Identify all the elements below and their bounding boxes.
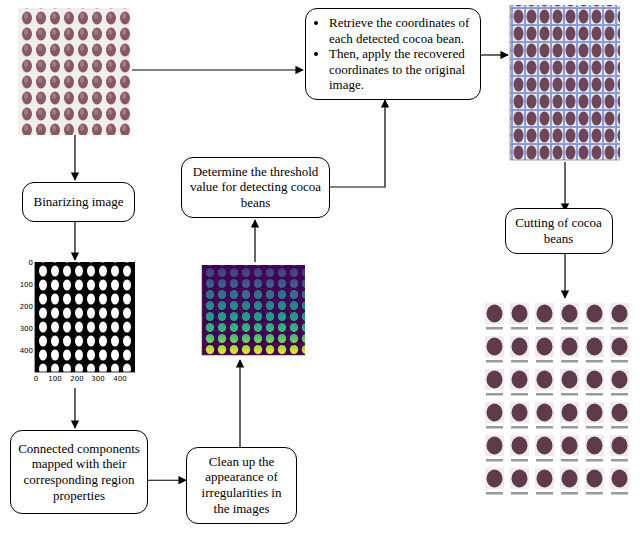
axis-tick: 200 [20,303,33,311]
flow-arrow [330,100,385,187]
box-text: Connected components mapped with their c… [18,441,140,503]
axis-tick: 400 [20,347,33,355]
axis-tick: 100 [48,375,61,383]
process-box: Clean up the appearance of irregularitie… [186,447,297,524]
process-box: Determine the threshold value for detect… [181,157,330,218]
axis-tick: 200 [70,375,83,383]
bullet-text: Then, apply the recovered coordinates to… [329,46,473,93]
bullet-box: Retrieve the coordinates of each detecte… [305,8,481,100]
box-text: Binarizing image [30,194,127,210]
process-box: Cutting of cocoa beans [505,208,613,254]
axis-tick: 300 [91,375,104,383]
axis-tick: 0 [34,375,38,383]
box-text: Clean up the appearance of irregularitie… [194,454,289,516]
box-text: Determine the threshold value for detect… [189,164,322,211]
box-text: Cutting of cocoa beans [513,215,605,246]
axis-tick: 300 [20,325,33,333]
bullet-text: Retrieve the coordinates of each detecte… [329,15,473,46]
process-box: Binarizing image [22,182,135,222]
flow-arrow [148,480,186,481]
process-box: Connected components mapped with their c… [10,430,148,514]
axis-tick: 0 [29,259,33,267]
bullet-list: Retrieve the coordinates of each detecte… [313,15,473,93]
axis-tick: 100 [20,281,33,289]
axis-tick: 400 [113,375,126,383]
